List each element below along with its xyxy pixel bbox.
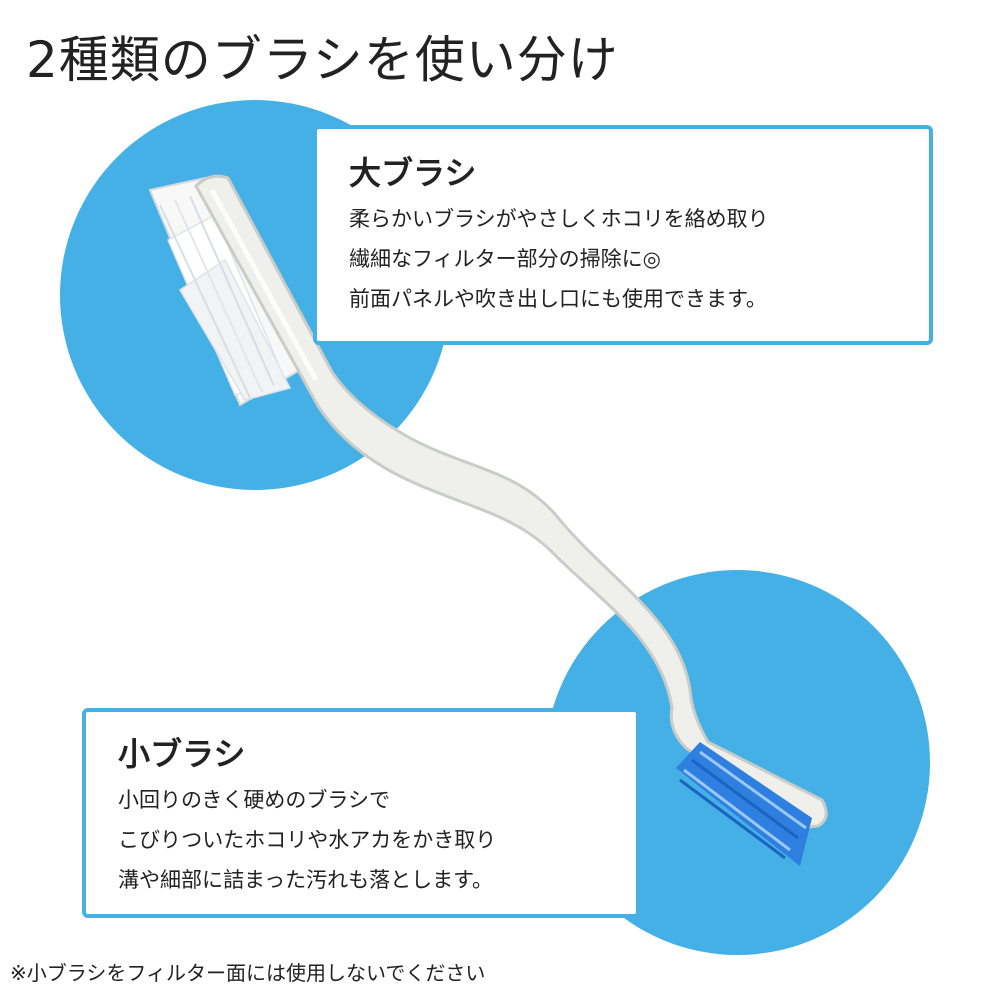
large-brush-bristles (148, 176, 302, 407)
large-brush-info-card: 大ブラシ 柔らかいブラシがやさしくホコリを絡め取り 繊細なフィルター部分の掃除に… (313, 125, 933, 345)
small-brush-line-1: 小回りのきく硬めのブラシで (118, 788, 390, 812)
large-brush-line-2: 繊細なフィルター部分の掃除に◎ (349, 247, 661, 271)
small-brush-line-3: 溝や細部に詰まった汚れも落とします。 (118, 868, 494, 892)
small-brush-bristles (676, 742, 812, 866)
small-brush-line-2: こびりついたホコリや水アカをかき取り (118, 828, 497, 852)
headline: 2種類のブラシを使い分け (26, 31, 619, 89)
large-brush-line-1: 柔らかいブラシがやさしくホコリを絡め取り (349, 207, 769, 231)
small-brush-info-card: 小ブラシ 小回りのきく硬めのブラシで こびりついたホコリや水アカをかき取り 溝や… (82, 708, 640, 918)
large-brush-line-3: 前面パネルや吹き出し口にも使用できます。 (349, 287, 767, 311)
small-brush-title: 小ブラシ (118, 735, 246, 773)
brush-handle (194, 174, 828, 830)
large-brush-title: 大ブラシ (349, 154, 477, 192)
usage-footnote: ※小ブラシをフィルター面には使用しないでください (10, 961, 486, 985)
